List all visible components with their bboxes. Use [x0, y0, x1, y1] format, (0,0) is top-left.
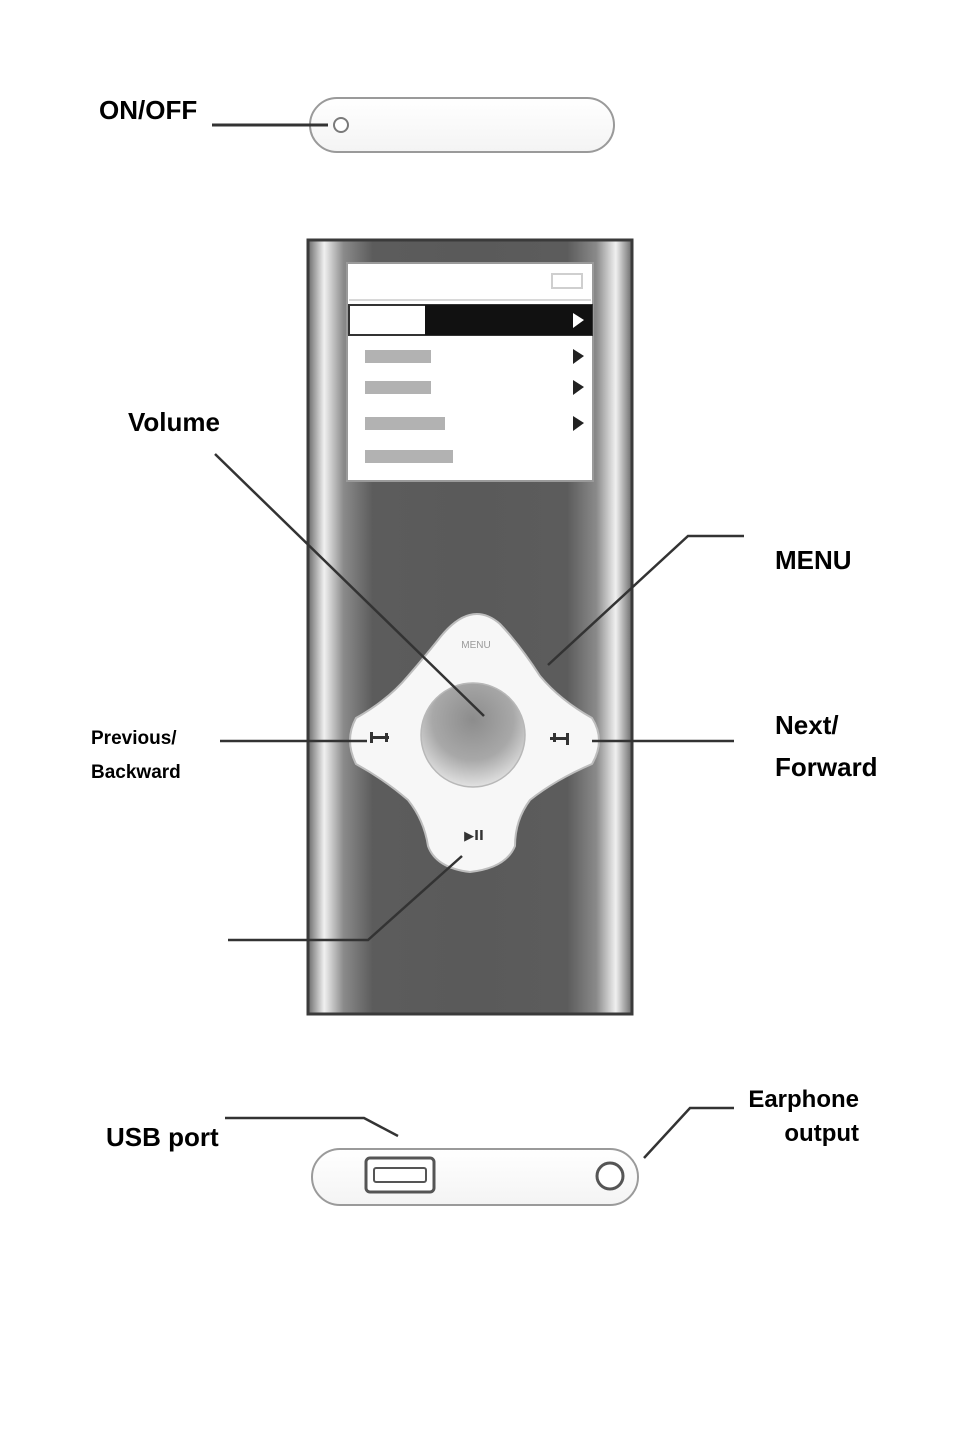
- bottom-edge-outline: [311, 1148, 639, 1206]
- control-wheel: MENU ▶II: [349, 613, 600, 874]
- menu-row-bar-3: [365, 417, 445, 430]
- play-pause-callout: [228, 855, 463, 942]
- menu-row-selected-highlight: [425, 305, 592, 335]
- next-track-icon[interactable]: [550, 733, 569, 745]
- menu-label: MENU: [775, 545, 852, 575]
- menu-row-bar-2: [365, 381, 431, 394]
- previous-callout: Previous/ Backward: [91, 728, 367, 783]
- power-button-icon[interactable]: [333, 117, 349, 133]
- previous-label-line1: Previous/: [91, 728, 177, 749]
- menu-callout: MENU: [547, 534, 852, 666]
- top-edge-outline: [309, 97, 615, 153]
- next-label-line1: Next/: [775, 710, 839, 740]
- player-front-view: MENU ▶II: [306, 238, 634, 1016]
- on-off-label: ON/OFF: [99, 95, 197, 125]
- menu-row-bar-1: [365, 350, 431, 363]
- battery-icon: [551, 273, 583, 289]
- earphone-label-line1: Earphone: [748, 1086, 859, 1113]
- next-label-line2: Forward: [775, 752, 878, 782]
- usb-port-icon[interactable]: [364, 1156, 436, 1194]
- earphone-label-line2: output: [784, 1120, 859, 1147]
- center-select-button[interactable]: [420, 682, 526, 788]
- usb-leader-line: [225, 1116, 399, 1138]
- play-pause-icon[interactable]: ▶II: [464, 829, 484, 844]
- top-edge-view: ON/OFF: [99, 95, 615, 153]
- menu-row-bar-4: [365, 450, 453, 463]
- screen-frame: [346, 262, 594, 482]
- volume-label: Volume: [128, 407, 220, 437]
- previous-track-icon[interactable]: [370, 732, 389, 743]
- menu-arrow-icon: [573, 380, 584, 395]
- play-pause-leader-line: [228, 855, 463, 942]
- previous-label-line2: Backward: [91, 762, 181, 783]
- earphone-jack-icon[interactable]: [595, 1161, 625, 1191]
- volume-leader-line: [214, 453, 485, 717]
- player-screen: [346, 262, 594, 482]
- menu-arrow-icon: [573, 416, 584, 431]
- usb-port-label: USB port: [106, 1122, 219, 1152]
- earphone-leader-line: [643, 1106, 734, 1159]
- bottom-edge-view: USB port Earphone output: [106, 1086, 859, 1206]
- menu-arrow-icon: [573, 313, 584, 328]
- menu-leader-line: [547, 534, 744, 666]
- volume-callout: Volume: [128, 407, 485, 717]
- menu-arrow-icon: [573, 349, 584, 364]
- next-callout: Next/ Forward: [592, 710, 878, 782]
- wheel-menu-text: MENU: [461, 640, 490, 651]
